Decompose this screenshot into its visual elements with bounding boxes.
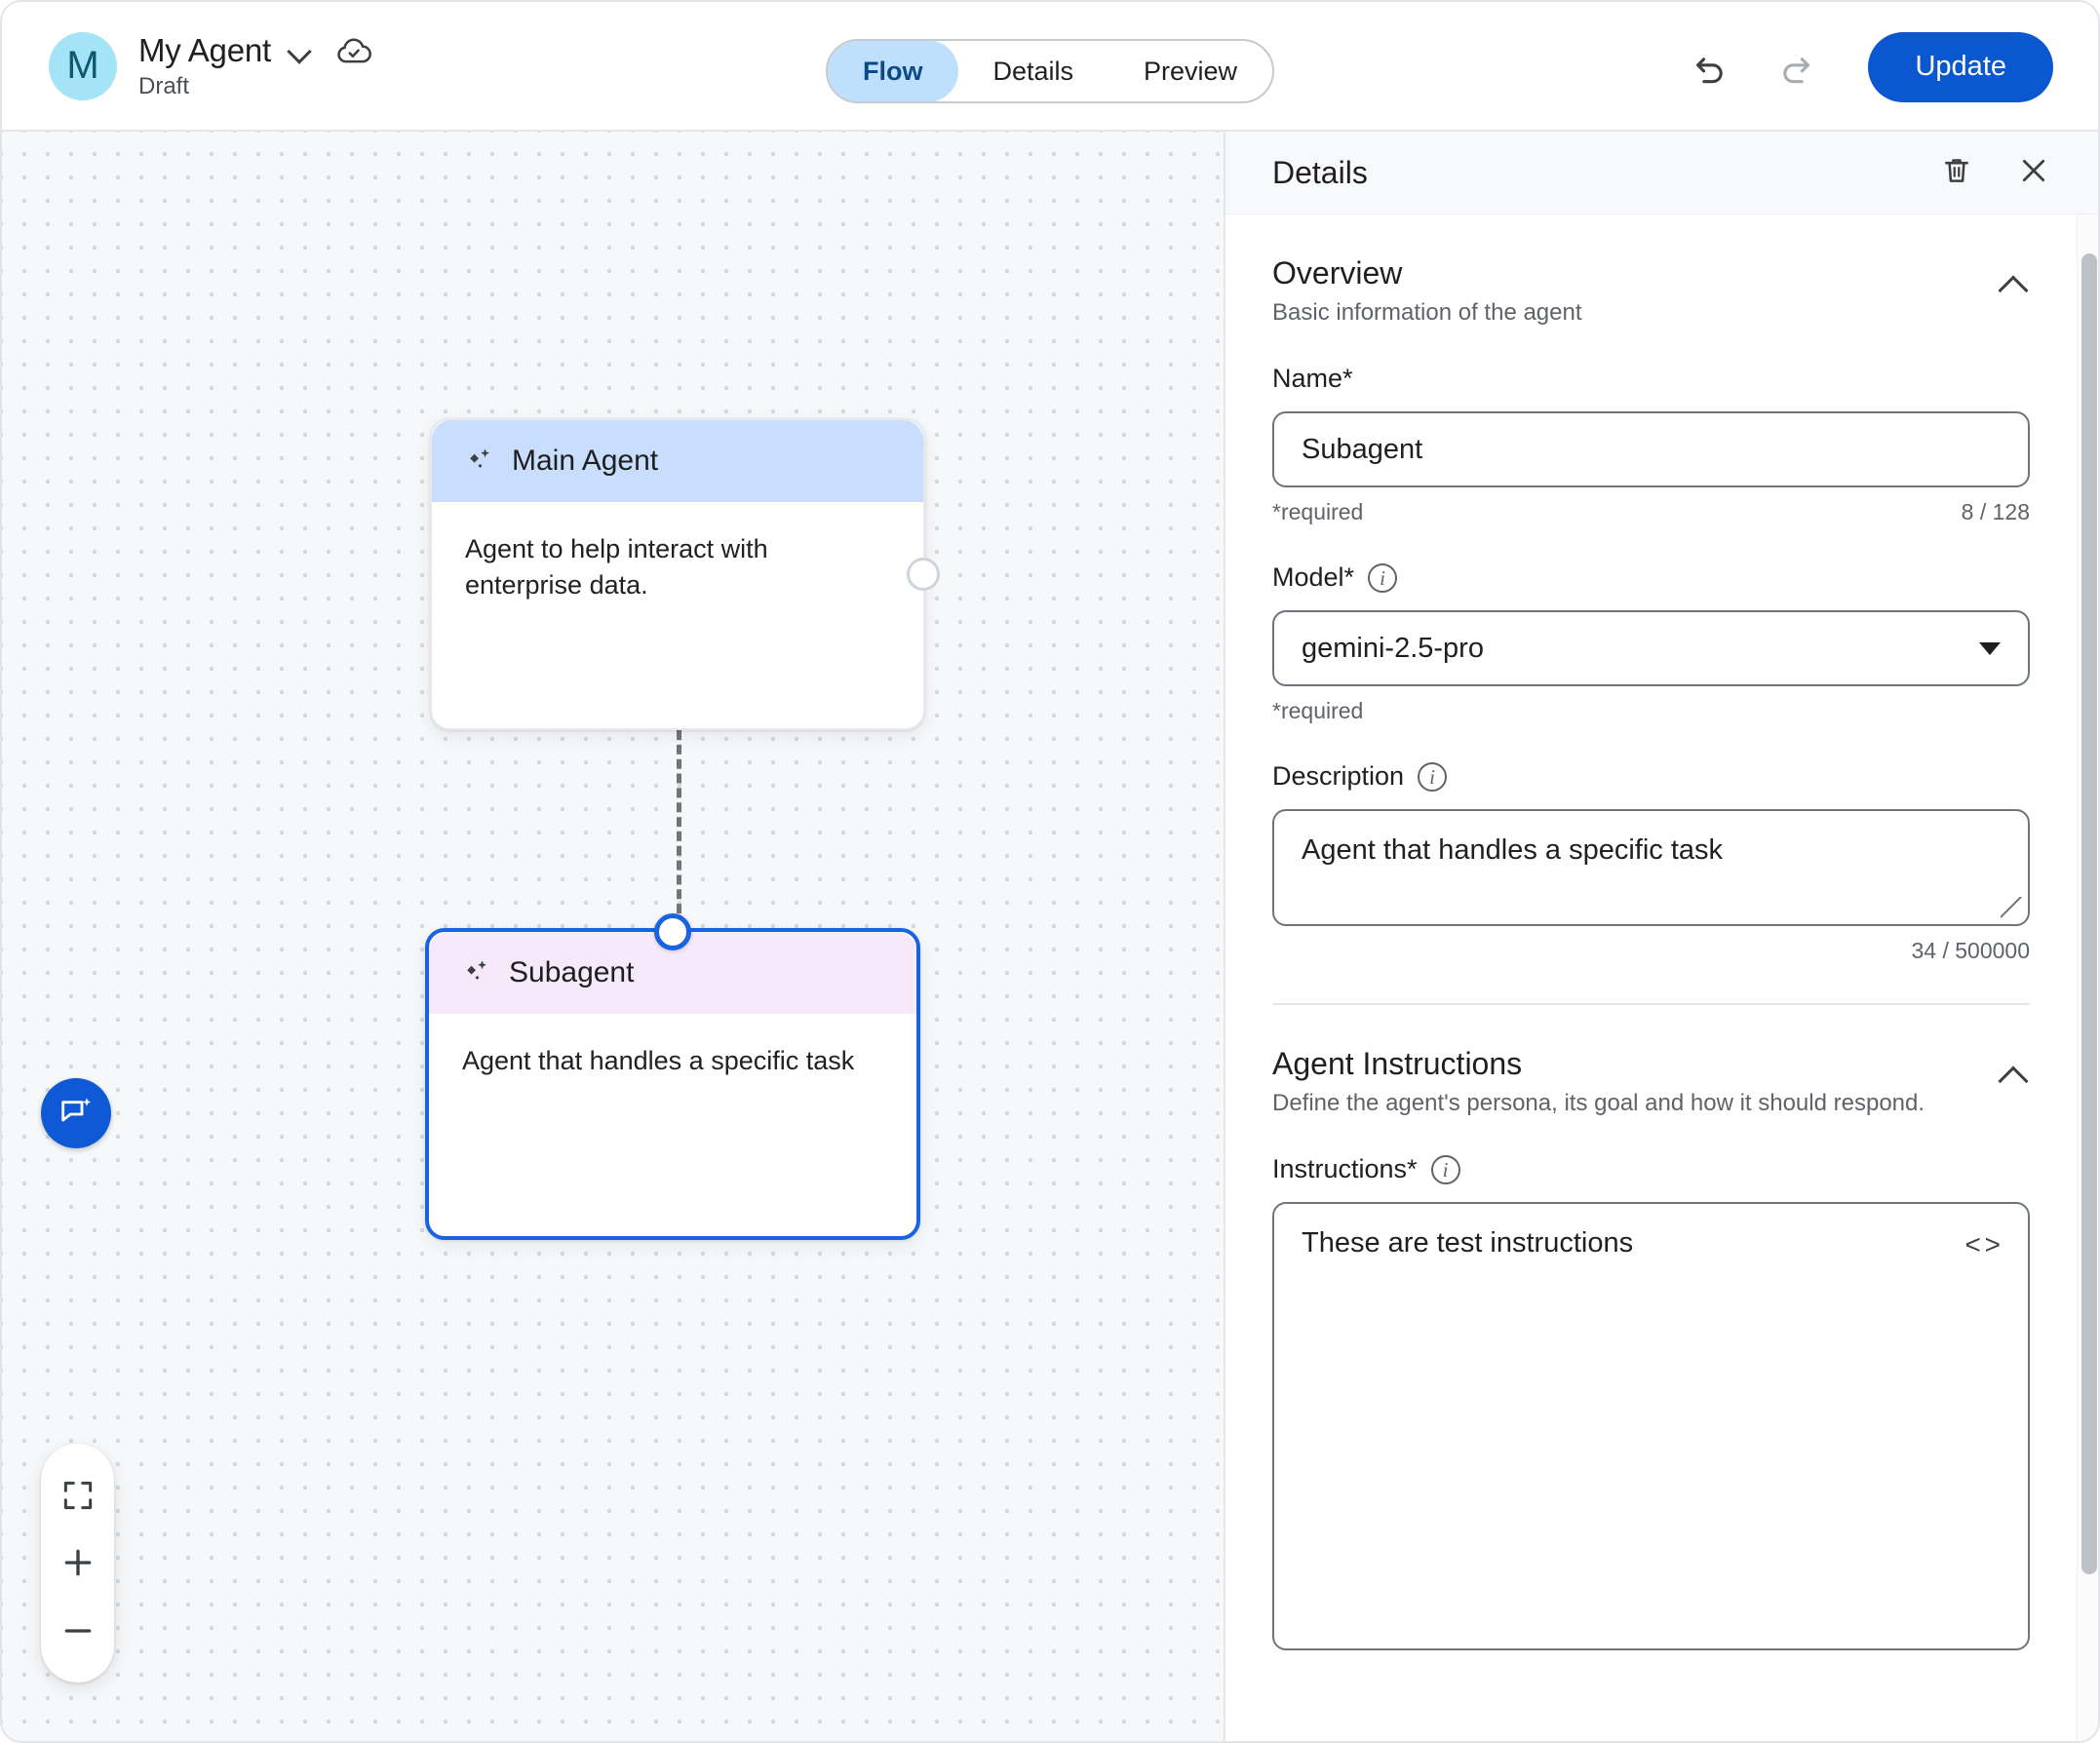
details-panel-header: Details: [1225, 132, 2098, 214]
cloud-check-icon: [337, 37, 371, 62]
chevron-up-icon[interactable]: [1997, 269, 2030, 302]
agent-identity: M My Agent Draft: [49, 31, 372, 100]
model-value: gemini-2.5-pro: [1302, 632, 1484, 664]
tab-preview[interactable]: Preview: [1108, 41, 1272, 101]
redo-icon: [1783, 57, 1810, 83]
fit-to-screen-button[interactable]: [51, 1468, 105, 1523]
section-subtitle: Define the agent's persona, its goal and…: [1272, 1090, 1925, 1116]
node-title: Main Agent: [512, 445, 659, 477]
field-model: Model* i gemini-2.5-pro *required: [1272, 562, 2030, 724]
instructions-value: These are test instructions: [1302, 1227, 1634, 1259]
minus-icon: [64, 1629, 91, 1633]
node-main-agent[interactable]: Main Agent Agent to help interact with e…: [430, 418, 940, 730]
field-description: Description i Agent that handles a speci…: [1272, 761, 2030, 964]
panel-title: Details: [1272, 154, 1368, 190]
panel-scrollbar-thumb[interactable]: [2081, 253, 2097, 1574]
view-tabs: Flow Details Preview: [825, 39, 1275, 103]
node-title: Subagent: [509, 956, 635, 988]
node-description: Agent to help interact with enterprise d…: [465, 534, 768, 600]
section-title: Overview: [1272, 255, 1403, 290]
section-agent-instructions-header: Agent Instructions Define the agent's pe…: [1272, 1005, 2030, 1117]
undo-button[interactable]: [1683, 40, 1737, 95]
node-subagent[interactable]: Subagent Agent that handles a specific t…: [425, 913, 920, 1240]
node-header: Main Agent: [432, 420, 923, 502]
chat-sparkle-icon: [61, 1098, 92, 1122]
flow-canvas[interactable]: Main Agent Agent to help interact with e…: [2, 132, 1224, 1741]
info-icon[interactable]: i: [1430, 1154, 1460, 1184]
info-icon[interactable]: i: [1368, 562, 1398, 593]
section-title: Agent Instructions: [1272, 1046, 1523, 1081]
node-output-handle[interactable]: [907, 558, 940, 591]
section-divider: [1272, 1003, 2030, 1005]
close-icon: [2022, 159, 2045, 181]
description-value: Agent that handles a specific task: [1302, 834, 1724, 866]
instructions-label: Instructions*: [1272, 1154, 1418, 1183]
update-button[interactable]: Update: [1868, 31, 2053, 102]
chevron-up-icon[interactable]: [1997, 1060, 2030, 1093]
zoom-in-button[interactable]: [51, 1535, 105, 1590]
assistant-button[interactable]: [41, 1078, 111, 1148]
top-bar: M My Agent Draft Flow Details Preview: [2, 2, 2098, 132]
trash-icon: [1945, 158, 1968, 182]
section-subtitle: Basic information of the agent: [1272, 299, 1582, 326]
plus-icon: [64, 1550, 91, 1576]
details-panel-body: Overview Basic information of the agent …: [1225, 214, 2077, 1741]
tab-details[interactable]: Details: [957, 41, 1108, 101]
tab-flow[interactable]: Flow: [827, 41, 958, 101]
model-helper: *required: [1272, 698, 1364, 723]
model-select[interactable]: gemini-2.5-pro: [1272, 610, 2030, 686]
description-textarea[interactable]: Agent that handles a specific task: [1272, 809, 2030, 926]
details-panel: Details Overview: [1224, 132, 2098, 1741]
sparkle-icon: [470, 448, 489, 468]
caret-down-icon: [1979, 641, 2001, 655]
edge-main-to-sub: [677, 730, 681, 928]
fit-to-screen-icon: [63, 1481, 92, 1509]
field-name: Name* Subagent *required 8 / 128: [1272, 364, 2030, 525]
sparkle-icon: [467, 960, 486, 980]
zoom-controls: [41, 1444, 114, 1683]
panel-scrollbar[interactable]: [2077, 214, 2098, 1741]
name-helper: *required: [1272, 499, 1364, 524]
top-bar-actions: Update: [1683, 2, 2053, 132]
description-counter: 34 / 500000: [1911, 938, 2030, 963]
info-icon[interactable]: i: [1418, 761, 1448, 792]
node-description: Agent that handles a specific task: [462, 1046, 855, 1075]
name-counter: 8 / 128: [1961, 499, 2030, 524]
chevron-down-icon[interactable]: [287, 38, 312, 63]
instructions-textarea[interactable]: These are test instructions < >: [1272, 1202, 2030, 1650]
zoom-out-button[interactable]: [51, 1604, 105, 1658]
name-label: Name*: [1272, 364, 1353, 393]
field-instructions: Instructions* i These are test instructi…: [1272, 1154, 2030, 1650]
delete-button[interactable]: [1940, 154, 1973, 192]
redo-button[interactable]: [1769, 40, 1823, 95]
section-overview-header: Overview Basic information of the agent: [1272, 214, 2030, 327]
description-label: Description: [1272, 761, 1405, 791]
model-label: Model*: [1272, 562, 1355, 592]
code-view-toggle-icon[interactable]: < >: [1964, 1229, 2002, 1259]
resize-handle[interactable]: [2001, 897, 2022, 918]
avatar: M: [49, 31, 117, 100]
close-button[interactable]: [2016, 153, 2051, 193]
status-badge: Draft: [138, 72, 190, 99]
node-input-handle[interactable]: [654, 913, 691, 950]
undo-icon: [1696, 57, 1724, 83]
page-title: My Agent: [138, 31, 271, 68]
name-input[interactable]: Subagent: [1272, 411, 2030, 487]
